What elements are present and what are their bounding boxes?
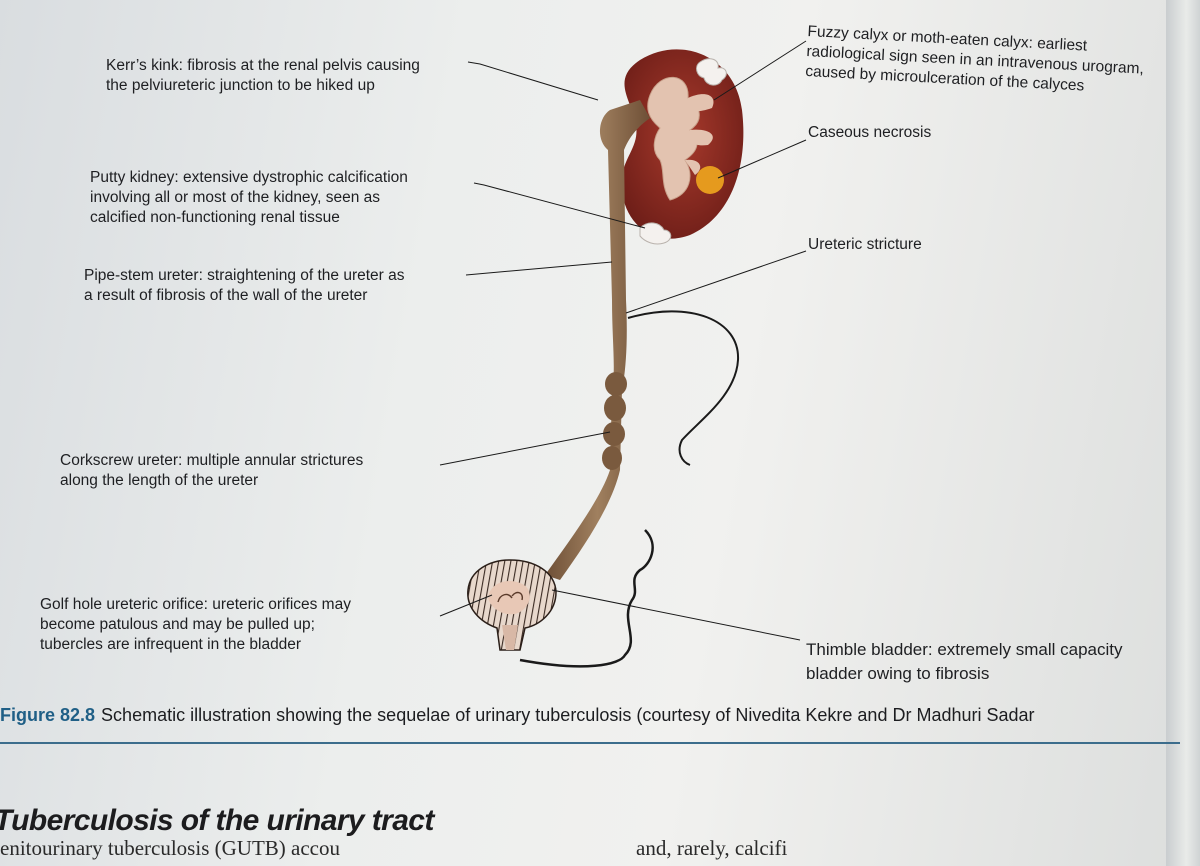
- annotation-line: Ureteric stricture: [808, 236, 922, 253]
- annotation-caseous-necrosis: Caseous necrosis: [808, 123, 931, 143]
- annotation-line: involving all or most of the kidney, see…: [90, 189, 381, 206]
- annotation-pipe-stem-ureter: Pipe-stem ureter: straightening of the u…: [84, 266, 405, 306]
- figure-caption-text: Schematic illustration showing the seque…: [101, 705, 1035, 725]
- annotation-line: tubercles are infrequent in the bladder: [40, 636, 302, 653]
- annotation-line: Pipe-stem ureter: straightening of the u…: [84, 267, 405, 284]
- annotation-kerrs-kink: Kerr’s kink: fibrosis at the renal pelvi…: [106, 56, 420, 96]
- leader-lines: [439, 40, 807, 641]
- thimble-bladder: [467, 559, 557, 651]
- annotation-line: Thimble bladder: extremely small capacit…: [806, 640, 1123, 659]
- annotation-line: Putty kidney: extensive dystrophic calci…: [90, 169, 408, 186]
- ureter: [545, 100, 650, 580]
- figure-number: Figure 82.8: [0, 705, 96, 725]
- annotation-line: bladder owing to fibrosis: [806, 664, 990, 683]
- annotation-line: the pelviureteric junction to be hiked u…: [106, 77, 375, 94]
- annotation-line: Kerr’s kink: fibrosis at the renal pelvi…: [106, 57, 420, 74]
- annotation-thimble-bladder: Thimble bladder: extremely small capacit…: [806, 638, 1123, 686]
- annotation-corkscrew-ureter: Corkscrew ureter: multiple annular stric…: [60, 451, 363, 491]
- section-heading: Tuberculosis of the urinary tract: [0, 804, 434, 837]
- annotation-line: become patulous and may be pulled up;: [40, 616, 315, 633]
- page-edge: [1166, 0, 1200, 866]
- annotation-line: Corkscrew ureter: multiple annular stric…: [60, 452, 364, 469]
- caseous-necrosis: [696, 166, 724, 194]
- annotation-line: Golf hole ureteric orifice: ureteric ori…: [40, 596, 351, 613]
- annotation-golf-hole-orifice: Golf hole ureteric orifice: ureteric ori…: [40, 595, 351, 655]
- body-text-right: and, rarely, calcifi: [636, 836, 788, 860]
- annotation-line: calcified non-functioning renal tissue: [90, 209, 340, 226]
- annotation-ureteric-stricture: Ureteric stricture: [808, 235, 922, 255]
- annotation-line: Caseous necrosis: [808, 124, 932, 141]
- outline-curve: [627, 310, 740, 466]
- kidney: [621, 49, 744, 245]
- body-text-left: enitourinary tuberculosis (GUTB) accou: [0, 836, 340, 860]
- annotation-line: a result of fibrosis of the wall of the …: [84, 287, 368, 304]
- annotation-line: along the length of the ureter: [60, 472, 259, 489]
- caption-rule: [0, 742, 1180, 744]
- annotation-putty-kidney: Putty kidney: extensive dystrophic calci…: [90, 168, 408, 228]
